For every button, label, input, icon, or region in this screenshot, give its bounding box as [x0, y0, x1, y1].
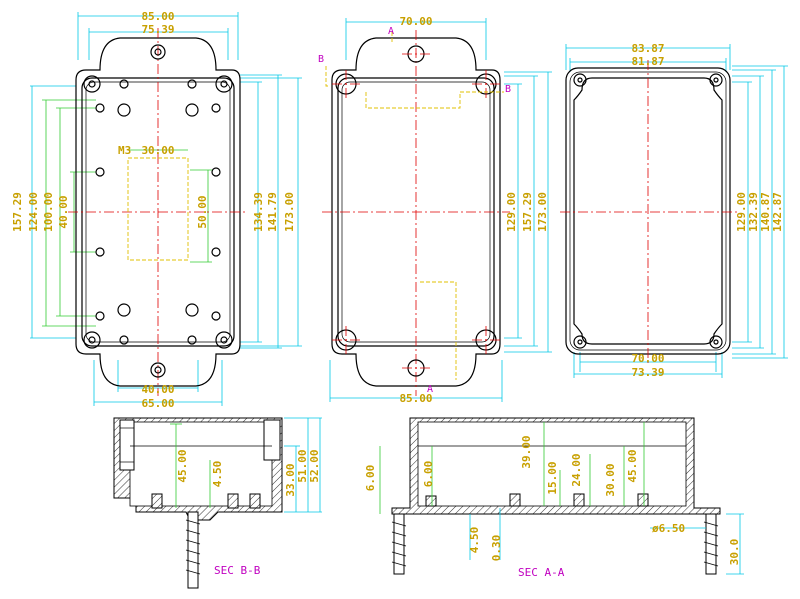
- dim-height-142: 142.87: [771, 192, 784, 232]
- dim-bb-52: 52.00: [308, 449, 321, 482]
- dim-height-40: 40.00: [57, 195, 70, 228]
- section-mark-b-left: B: [318, 54, 324, 65]
- dim-bb-45: 45.00: [176, 449, 189, 482]
- dim-aa-4-5: 4.50: [468, 527, 481, 554]
- dim-height-124: 124.00: [27, 192, 40, 232]
- section-mark-b-right: B: [505, 84, 511, 95]
- dim-width-40: 40.00: [141, 383, 174, 396]
- dim-aa-6: 6.00: [422, 461, 435, 488]
- section-aa-title: SEC A-A: [518, 566, 565, 579]
- dim-aa-30: 30.00: [604, 463, 617, 496]
- dim-aa-15: 15.00: [546, 461, 559, 494]
- dim-width-65: 65.00: [141, 397, 174, 410]
- dim-width-70: 70.00: [631, 352, 664, 365]
- dim-height-141: 141.79: [266, 192, 279, 232]
- dim-width-30: 30.00: [141, 144, 174, 157]
- dim-bb-4-5: 4.50: [211, 461, 224, 488]
- dim-aa-24: 24.00: [570, 453, 583, 486]
- dim-height-157: 157.29: [521, 192, 534, 232]
- section-mark-a-bottom: A: [427, 384, 433, 395]
- dim-aa-30-depth: 30.0: [728, 539, 741, 566]
- dim-height-132: 132.39: [747, 192, 760, 232]
- dim-aa-39: 39.00: [520, 435, 533, 468]
- dim-aa-0-3: 0.30: [490, 535, 503, 562]
- dim-width-70: 70.00: [399, 15, 432, 28]
- view-top-plain: 70.00 85.00 129.00 157.29 173.00 A A B B: [318, 15, 552, 405]
- section-aa: 6.00 6.00 39.00 15.00 24.00 30.00 45.00 …: [364, 417, 744, 579]
- dim-aa-diameter: ø6.50: [652, 522, 685, 535]
- dim-inner-50: 50.00: [196, 195, 209, 228]
- dim-height-129: 129.00: [505, 192, 518, 232]
- dim-height-134: 134.39: [252, 192, 265, 232]
- dim-height-140: 140.87: [759, 192, 772, 232]
- dim-width-85: 85.00: [399, 392, 432, 405]
- dim-aa-6-left: 6.00: [364, 465, 377, 492]
- dim-aa-45: 45.00: [626, 449, 639, 482]
- dim-height-100: 100.00: [42, 192, 55, 232]
- section-bb: 45.00 4.50 33.00 51.00 52.00 SEC B-B: [113, 417, 322, 589]
- section-mark-a-top: A: [388, 26, 394, 37]
- view-lid: 83.87 81.87 70.00 73.39 129.00 132.39 14…: [560, 42, 788, 379]
- section-bb-title: SEC B-B: [214, 564, 261, 577]
- dim-width-81: 81.87: [631, 55, 664, 68]
- thread-label: M3: [118, 144, 131, 157]
- dim-width-73: 73.39: [631, 366, 664, 379]
- dim-height-173: 173.00: [283, 192, 296, 232]
- dim-width-75: 75.39: [141, 23, 174, 36]
- dim-width-85: 85.00: [141, 10, 174, 23]
- dim-bb-51: 51.00: [296, 449, 309, 482]
- dim-height-129: 129.00: [735, 192, 748, 232]
- dim-height-173: 173.00: [536, 192, 549, 232]
- dim-width-83: 83.87: [631, 42, 664, 55]
- dim-bb-33: 33.00: [284, 463, 297, 496]
- dim-height-157: 157.29: [11, 192, 24, 232]
- view-bottom-with-holes: 85.00 75.39 40.00 65.00 30.00 M3 157.29 …: [11, 10, 302, 410]
- mount-holes: [150, 44, 166, 378]
